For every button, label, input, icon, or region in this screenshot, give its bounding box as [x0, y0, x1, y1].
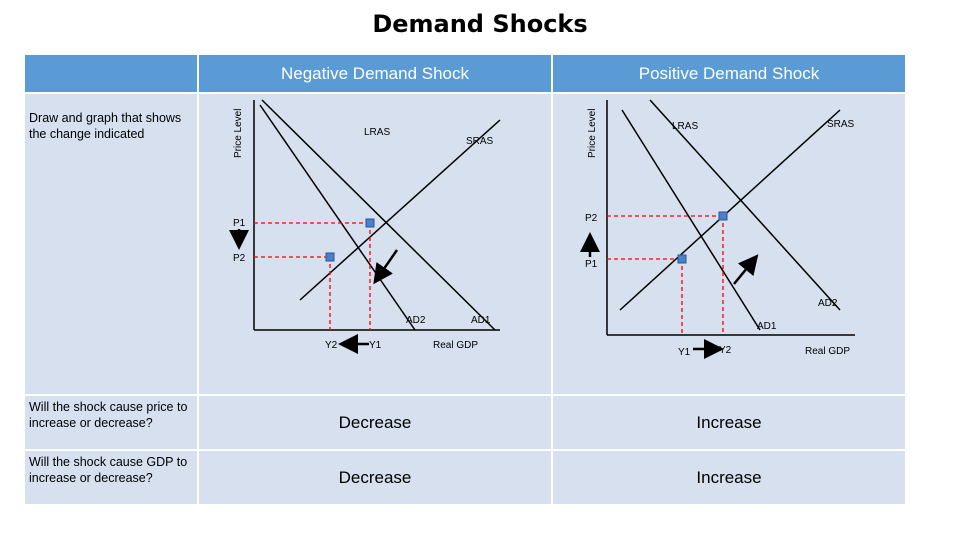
positive-y-axis-label: Price Level: [587, 109, 598, 158]
negative-price-answer: Decrease: [199, 396, 551, 449]
row-label-gdp-question: Will the shock cause GDP to increase or …: [25, 451, 197, 504]
negative-gdp-answer: Decrease: [199, 451, 551, 504]
negative-lras-line: [259, 104, 416, 331]
row-label-graph: Draw and graph that shows the change ind…: [25, 94, 197, 394]
positive-ad1-label: AD1: [757, 321, 777, 332]
negative-shift-arrow: [373, 249, 399, 285]
positive-sras-line: [619, 109, 841, 311]
header-blank-cell: [25, 55, 197, 92]
positive-p1-label: P1: [585, 259, 598, 270]
negative-p2-label: P2: [233, 253, 246, 264]
header-negative-shock: Negative Demand Shock: [199, 55, 551, 92]
positive-gdp-answer: Increase: [553, 451, 905, 504]
row-label-price-question: Will the shock cause price to increase o…: [25, 396, 197, 449]
positive-p2-label: P2: [585, 213, 598, 224]
positive-shift-arrow: [733, 254, 759, 285]
positive-graph-cell: [553, 94, 905, 394]
negative-equilibrium-2: [325, 252, 335, 262]
positive-ad2-label: AD2: [818, 298, 838, 309]
positive-sras-label: SRAS: [827, 119, 855, 130]
header-positive-shock: Positive Demand Shock: [553, 55, 905, 92]
positive-equilibrium-1: [677, 254, 687, 264]
positive-lras-label: LRAS: [672, 121, 698, 132]
positive-price-answer: Increase: [553, 396, 905, 449]
negative-x-axis-label: Real GDP: [433, 340, 478, 351]
negative-y2-label: Y2: [325, 340, 338, 351]
positive-lras-line: [621, 109, 761, 331]
negative-demand-graph: Price Level LRAS SRAS AD2 AD1 Real GDP P…: [229, 99, 501, 354]
negative-equilibrium-1: [365, 218, 375, 228]
negative-ad2-label: AD2: [406, 315, 426, 326]
negative-sras-line: [299, 119, 501, 301]
negative-sras-label: SRAS: [466, 136, 494, 147]
positive-y2-label: Y2: [719, 345, 732, 356]
page-title: Demand Shocks: [372, 10, 588, 38]
negative-ad1-label: AD1: [471, 315, 491, 326]
positive-equilibrium-2: [718, 211, 728, 221]
positive-x-axis-label: Real GDP: [805, 346, 850, 357]
negative-graph-cell: [199, 94, 551, 394]
positive-demand-graph: Price Level LRAS SRAS AD2 AD1 Real GDP P…: [580, 99, 855, 359]
negative-y-axis-label: Price Level: [233, 109, 244, 158]
negative-ad1-line: [261, 99, 496, 331]
positive-ad2-line: [649, 99, 841, 311]
negative-y1-label: Y1: [369, 340, 382, 351]
negative-lras-label: LRAS: [364, 127, 390, 138]
positive-y1-label: Y1: [678, 347, 691, 358]
negative-p1-label: P1: [233, 218, 246, 229]
